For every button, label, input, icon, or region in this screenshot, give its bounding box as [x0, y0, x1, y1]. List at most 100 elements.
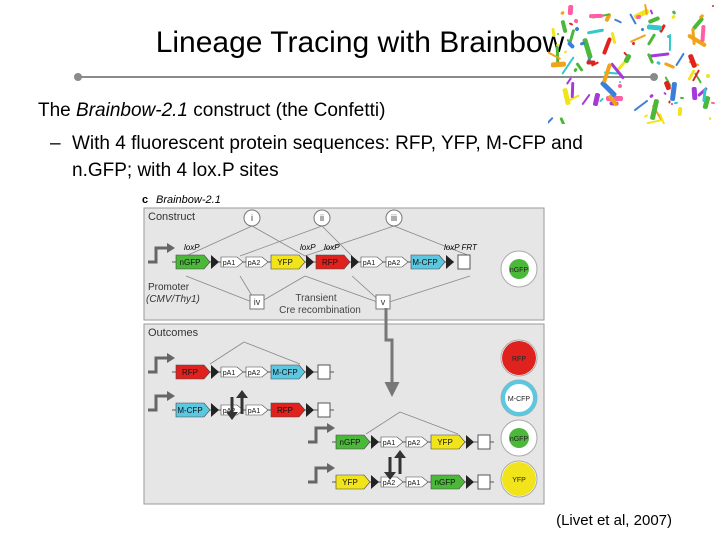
cell-fill-yfp — [502, 462, 536, 496]
outcome-4-loxp-site — [466, 475, 474, 489]
cell-label: RFP — [512, 356, 526, 363]
outcome-4-promoter-head — [327, 463, 335, 473]
outcome-3-end-box — [477, 434, 491, 450]
divider-dot-left — [74, 73, 82, 81]
outcome-4-promoter-arrow — [308, 466, 328, 484]
cell-label: nGFP — [510, 436, 529, 443]
confetti-piece — [629, 34, 647, 43]
outcome-3-segment-label: nGFP — [340, 438, 361, 447]
brainbow-figure: c Brainbow-2.1 Construct iiiiiiivviiii l… — [142, 194, 545, 505]
outcome-4-segment-label: YFP — [342, 478, 358, 487]
confetti-piece — [677, 106, 683, 117]
construct-loxp-site — [306, 255, 314, 269]
cell-nucleus-gfp — [509, 428, 529, 448]
construct-label: Construct — [148, 211, 195, 223]
outcome-2-segment — [270, 402, 306, 418]
outcome-1-segment-label: pA1 — [223, 370, 236, 377]
roman-label: i — [251, 213, 253, 223]
confetti-piece — [586, 60, 596, 65]
confetti-piece — [635, 14, 642, 20]
confetti-piece — [568, 22, 574, 26]
confetti-piece — [708, 116, 712, 121]
confetti-piece — [700, 24, 706, 43]
cell-label: M-CFP — [508, 396, 530, 403]
outcome-2-segment — [175, 402, 211, 418]
confetti-piece — [560, 19, 568, 34]
construct-segment-label: YFP — [277, 258, 293, 267]
outcome-3-promoter-arrow — [308, 426, 328, 444]
confetti-piece — [631, 41, 636, 46]
confetti-piece — [649, 9, 654, 15]
promoter-sub-label: (CMV/Thy1) — [146, 294, 200, 305]
roman-label: iii — [391, 213, 397, 223]
confetti-piece — [567, 4, 574, 16]
confetti-piece — [548, 51, 562, 60]
roman-marker-iii — [385, 209, 403, 227]
outcome-2-segment-label: pA2 — [223, 408, 236, 415]
roman-marker-iv — [249, 294, 265, 310]
roman-marker-ii — [313, 209, 331, 227]
confetti-piece — [562, 87, 571, 106]
outcome-2-loxp-site — [211, 403, 219, 417]
construct-segment-label: pA2 — [248, 260, 261, 267]
confetti-piece — [711, 4, 715, 8]
outcome-1-segment-label: M-CFP — [272, 368, 297, 377]
confetti-piece — [573, 18, 579, 24]
construct-segment — [175, 254, 211, 270]
confetti-piece — [586, 28, 605, 35]
outcome-4-segment — [405, 476, 429, 488]
outcomes-panel — [143, 323, 545, 505]
confetti-piece — [663, 91, 667, 96]
construct-promoter-arrow — [148, 246, 168, 264]
outcome-1-segment — [245, 366, 269, 378]
sub-bullet-text: With 4 fluorescent protein sequences: RF… — [72, 133, 583, 181]
construct-segment — [270, 254, 306, 270]
roman-label: ii — [320, 213, 324, 223]
bullet-dash: – — [50, 133, 61, 154]
confetti-piece — [647, 15, 661, 25]
confetti-piece — [675, 52, 685, 67]
construct-segment — [245, 256, 269, 268]
confetti-piece — [570, 81, 575, 99]
construct-segment-label: RFP — [322, 258, 338, 267]
confetti-piece — [663, 61, 676, 70]
confetti-piece — [671, 14, 676, 20]
construct-segment-label: pA1 — [363, 260, 376, 267]
confetti-piece — [588, 13, 604, 19]
panel-letter: c — [142, 194, 148, 206]
confetti-piece — [601, 36, 613, 56]
cre-label: Cre recombination — [279, 305, 361, 316]
construct-loxp-site — [211, 255, 219, 269]
outcome-3-loxp-site — [466, 435, 474, 449]
cell-label: nGFP — [510, 267, 529, 274]
outcome-3-segment — [430, 434, 466, 450]
bullet-text-prefix: The — [38, 100, 77, 121]
confetti-decoration — [548, 4, 718, 124]
outcome-4-segment — [430, 474, 466, 490]
outcomes-label: Outcomes — [148, 327, 199, 339]
confetti-piece — [551, 27, 556, 38]
confetti-piece — [673, 101, 679, 105]
confetti-piece — [646, 33, 657, 46]
outcome-2-segment-label: M-CFP — [177, 406, 202, 415]
outcome-2-end-box — [317, 402, 331, 418]
excision-lines — [185, 225, 471, 305]
sub-bullet-sequences: – With 4 fluorescent protein sequences: … — [50, 130, 632, 184]
outcome-3-segment — [335, 434, 371, 450]
panel-title: Brainbow-2.1 — [156, 194, 221, 206]
cell-label: YFP — [512, 477, 526, 484]
construct-segment — [220, 256, 244, 268]
cell-membrane-cfp — [501, 380, 537, 416]
cell-nucleus-gfp — [509, 259, 529, 279]
roman-label: iv — [254, 297, 261, 307]
outcome-1-segment — [270, 364, 306, 380]
confetti-piece — [550, 61, 567, 68]
construct-segment-label: nGFP — [180, 258, 201, 267]
outcome-1-promoter-head — [167, 353, 175, 363]
loxp-label-3: loxP — [324, 243, 340, 252]
cell-color-outcomes: nGFP RFP M-CFP nGFP YFP — [500, 250, 538, 498]
citation: (Livet et al, 2007) — [556, 512, 672, 529]
confetti-piece — [649, 52, 670, 58]
